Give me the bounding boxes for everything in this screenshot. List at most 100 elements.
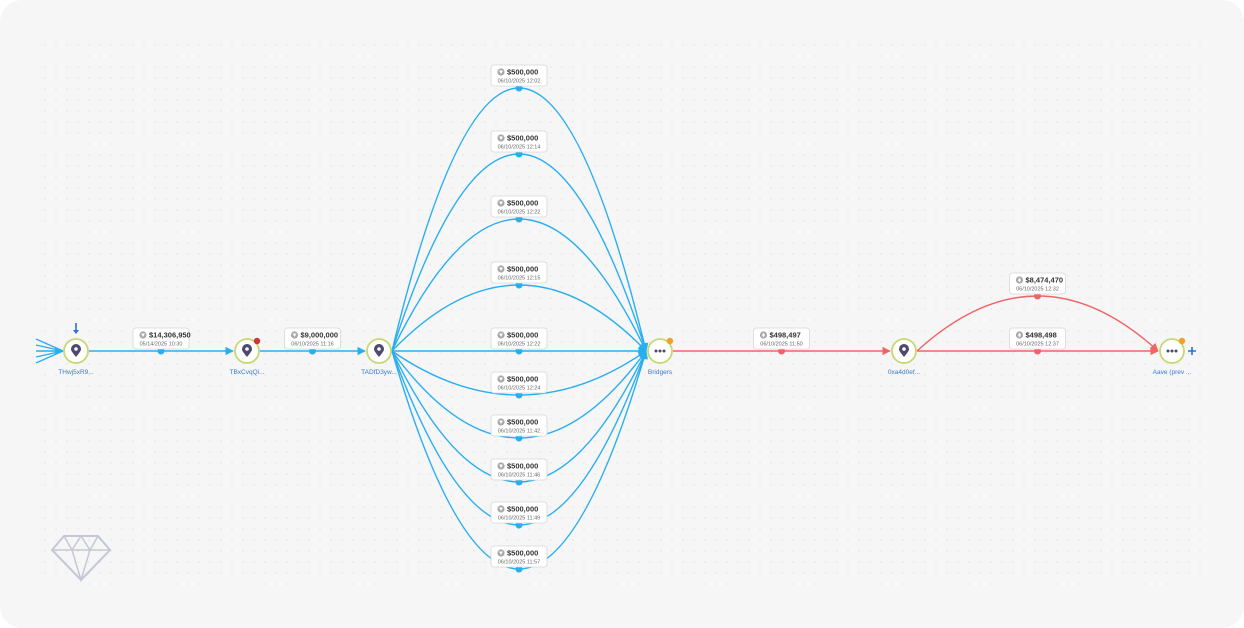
- incoming-arrows: [35, 338, 64, 364]
- nodes-layer: THwj5xR9... TBxCvqQi... TADfD3yw... Bridger…: [58, 323, 1196, 376]
- edge-label[interactable]: $8,474,470 06/10/2025 12:32: [1009, 272, 1066, 295]
- edge-date: 06/10/2025 12:14: [498, 145, 541, 151]
- down-arrowhead: [73, 330, 79, 334]
- edge-amount: $14,306,950: [149, 331, 191, 340]
- tron-icon-glyph: [499, 464, 503, 468]
- graph-node-entity[interactable]: Aave (prev ...: [1153, 337, 1196, 376]
- edge-date: 06/10/2025 12:37: [1016, 342, 1059, 348]
- tron-icon-glyph: [499, 201, 503, 205]
- edge-amount: $500,000: [507, 375, 538, 384]
- edge-label-box: [490, 327, 548, 350]
- edge-label[interactable]: $500,000 06/10/2025 12:22: [490, 327, 548, 350]
- graph-node-address[interactable]: THwj5xR9...: [58, 323, 94, 376]
- more-dots-icon: [654, 349, 666, 353]
- edge-date: 06/10/2025 12:24: [498, 386, 541, 392]
- map-pin-icon: [899, 344, 909, 357]
- edge-date: 06/10/2025 12:32: [1016, 287, 1059, 293]
- edge-amount: $500,000: [507, 331, 538, 340]
- edge-label[interactable]: $500,000 06/10/2025 12:02: [490, 64, 548, 87]
- plus-icon[interactable]: [1188, 347, 1196, 355]
- graph-node-entity[interactable]: Bridgers: [647, 337, 674, 376]
- edge-label-box: [490, 64, 548, 87]
- tron-icon-glyph: [499, 377, 503, 381]
- edge-amount: $500,000: [507, 549, 538, 558]
- tron-icon-glyph: [499, 507, 503, 511]
- node-label[interactable]: 0xa4d0ef...: [888, 369, 920, 376]
- edge-label-box: [132, 327, 190, 350]
- edge-label-box: [490, 501, 548, 524]
- edge-label[interactable]: $14,306,950 05/14/2025 10:30: [132, 327, 191, 350]
- tron-icon-glyph: [141, 333, 145, 337]
- tron-icon-glyph: [499, 136, 503, 140]
- incoming-arrowhead: [55, 347, 63, 355]
- dot-grid-background: [34, 40, 1210, 588]
- edge-date: 06/10/2025 11:16: [291, 342, 333, 348]
- edge-label-box: [490, 414, 548, 437]
- edge-amount: $498,497: [770, 331, 801, 340]
- edge-date: 05/14/2025 10:30: [140, 342, 183, 348]
- edge-label[interactable]: $500,000 06/10/2025 11:57: [490, 545, 548, 568]
- edge-label-box: [1009, 272, 1066, 295]
- edge-label-box: [753, 327, 810, 350]
- edge-label[interactable]: $500,000 06/10/2025 11:49: [490, 501, 548, 524]
- edge-amount: $500,000: [507, 134, 538, 143]
- edge-amount: $9,000,000: [301, 331, 339, 340]
- graph-node-address[interactable]: TBxCvqQi...: [229, 337, 265, 376]
- edge-label-box: [1009, 327, 1066, 350]
- edge-date: 06/10/2025 11:49: [498, 516, 540, 522]
- edge-date: 06/10/2025 12:22: [498, 210, 541, 216]
- tron-icon-glyph: [499, 267, 503, 271]
- edge-amount: $500,000: [507, 68, 538, 77]
- ethereum-icon-glyph: [1017, 277, 1022, 283]
- edge-date: 06/10/2025 12:15: [498, 276, 541, 282]
- edge-label-box: [284, 327, 341, 350]
- edge-amount: $500,000: [507, 505, 538, 514]
- edge-label[interactable]: $9,000,000 06/10/2025 11:16: [284, 327, 341, 350]
- edge-amount: $8,474,470: [1026, 276, 1064, 285]
- edge-label[interactable]: $498,498 06/10/2025 12:37: [1009, 327, 1066, 350]
- ethereum-icon-glyph: [1017, 332, 1022, 338]
- node-label[interactable]: TBxCvqQi...: [229, 369, 264, 376]
- tron-icon-glyph: [499, 420, 503, 424]
- node-label[interactable]: Aave (prev ...: [1153, 369, 1192, 376]
- edge-label[interactable]: $500,000 06/10/2025 12:15: [490, 261, 548, 284]
- edge-label[interactable]: $500,000 06/10/2025 11:42: [490, 414, 548, 437]
- ethereum-icon-glyph: [761, 332, 766, 338]
- edge-label[interactable]: $500,000 06/10/2025 12:22: [490, 195, 548, 218]
- node-label[interactable]: Bridgers: [648, 369, 673, 376]
- graph-node-address[interactable]: TADfD3yw...: [361, 338, 397, 376]
- node-status-badge: [666, 337, 674, 345]
- edge-label-box: [490, 195, 548, 218]
- node-label[interactable]: THwj5xR9...: [58, 369, 94, 376]
- edge-amount: $500,000: [507, 199, 538, 208]
- graph-node-address[interactable]: 0xa4d0ef...: [888, 338, 920, 376]
- more-dots-icon: [1166, 349, 1178, 353]
- edge-date: 06/10/2025 11:46: [498, 473, 540, 479]
- edge-label[interactable]: $500,000 06/10/2025 12:24: [490, 371, 548, 394]
- node-label[interactable]: TADfD3yw...: [361, 369, 397, 376]
- edge-label-box: [490, 261, 548, 284]
- tron-icon-glyph: [499, 70, 503, 74]
- map-pin-icon: [374, 344, 384, 357]
- edge-date: 06/10/2025 11:57: [498, 560, 540, 566]
- edges-layer: [35, 84, 1159, 573]
- edge-date: 06/10/2025 11:42: [498, 429, 540, 435]
- edge-date: 06/10/2025 12:22: [498, 342, 541, 348]
- edge-date: 06/10/2025 12:02: [498, 79, 541, 85]
- edge-label-box: [490, 458, 548, 481]
- edge-amount: $500,000: [507, 265, 538, 274]
- edge-amount: $500,000: [507, 418, 538, 427]
- map-pin-icon: [242, 344, 252, 357]
- tron-icon-glyph: [499, 333, 503, 337]
- edge-label[interactable]: $500,000 06/10/2025 12:14: [490, 130, 548, 153]
- edge-label-box: [490, 545, 548, 568]
- edge-labels-layer: $14,306,950 05/14/2025 10:30 $9,000,000 06/…: [132, 64, 1066, 568]
- node-status-badge: [253, 337, 261, 345]
- edge-amount: $498,498: [1026, 331, 1057, 340]
- tron-icon-glyph: [292, 333, 297, 337]
- edge-label-box: [490, 371, 548, 394]
